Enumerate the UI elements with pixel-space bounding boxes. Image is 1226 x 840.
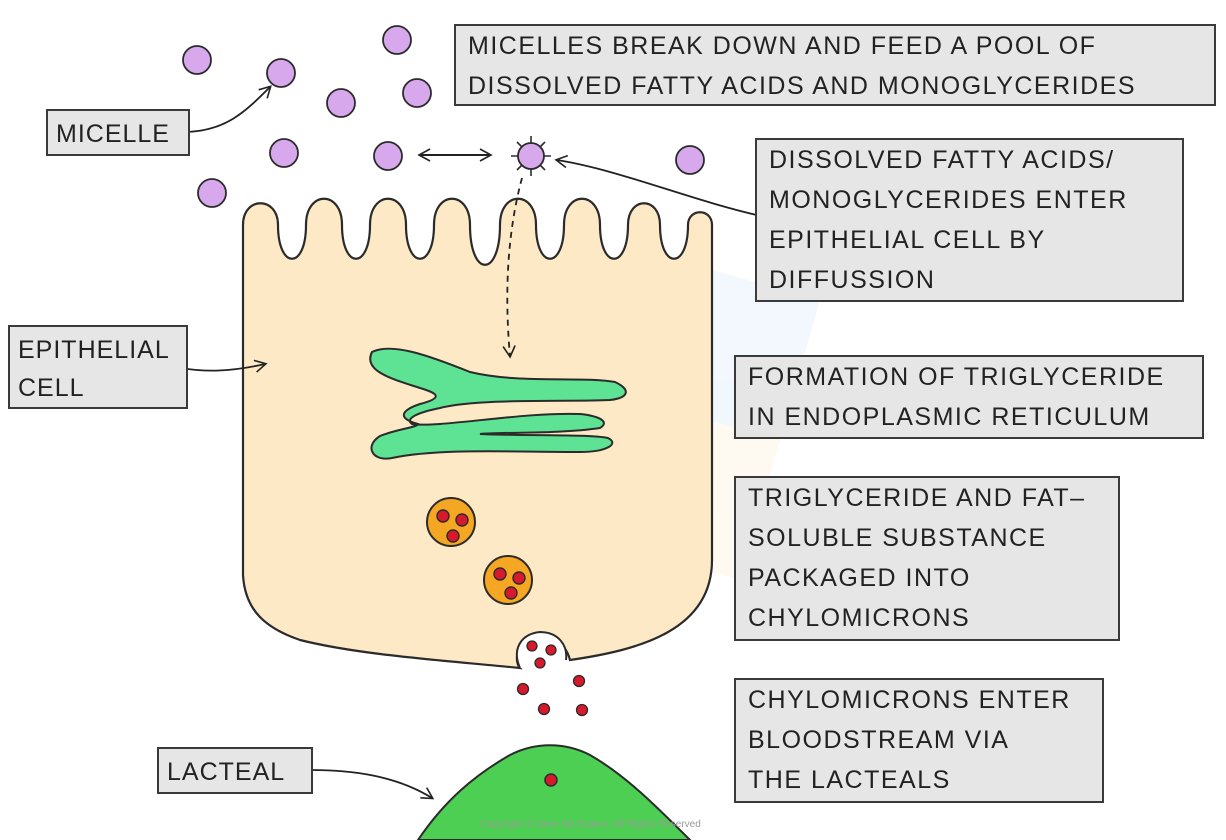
chylomicron-1 <box>426 497 476 547</box>
packaged-box: TRIGLYCERIDE AND FAT– SOLUBLE SUBSTANCE … <box>734 476 1120 641</box>
lacteal-vessel <box>416 744 692 840</box>
released-chylomicrons <box>516 674 589 717</box>
box5-line-1: CHYLOMICRONS ENTER <box>748 686 1071 714</box>
micelles-break-down-box: MICELLES BREAK DOWN AND FEED A POOL OF D… <box>454 24 1216 106</box>
copyright-notice: Copyright © Save My Exams. All Rights Re… <box>480 819 701 830</box>
exocytosis-vesicle <box>515 630 568 669</box>
box3-line-1: FORMATION OF TRIGLYCERIDE <box>748 363 1165 391</box>
micelle-tag: MICELLE <box>46 109 190 156</box>
formation-box: FORMATION OF TRIGLYCERIDE IN ENDOPLASMIC… <box>734 355 1204 439</box>
diffusion-box: DISSOLVED FATTY ACIDS/ MONOGLYCERIDES EN… <box>755 138 1184 302</box>
epithelial-tag-line-1: EPITHELIAL <box>18 336 170 364</box>
lacteal-chylomicron-dot <box>544 773 558 787</box>
diffusion-arrow <box>502 177 523 359</box>
micelles <box>182 25 705 208</box>
epithelial-cell-tag: EPITHELIAL CELL <box>8 325 188 409</box>
lacteal-tag-label: LACTEAL <box>167 758 286 786</box>
box1-line-2: DISSOLVED FATTY ACIDS AND MONOGLYCERIDES <box>468 72 1137 100</box>
box4-line-1: TRIGLYCERIDE AND FAT– <box>748 484 1086 512</box>
micelle-tag-label: MICELLE <box>56 120 170 148</box>
epithelial-tag-line-2: CELL <box>18 374 85 402</box>
box2-line-3: EPITHELIAL CELL BY <box>769 226 1046 254</box>
box4-line-4: CHYLOMICRONS <box>748 604 971 632</box>
box2-line-1: DISSOLVED FATTY ACIDS/ <box>769 146 1115 174</box>
endoplasmic-reticulum <box>369 347 627 460</box>
box2-line-2: MONOGLYCERIDES ENTER <box>769 186 1128 214</box>
box3-line-2: IN ENDOPLASMIC RETICULUM <box>748 403 1151 431</box>
bloodstream-box: CHYLOMICRONS ENTER BLOODSTREAM VIA THE L… <box>734 678 1104 803</box>
box2-line-4: DIFFUSSION <box>769 266 936 294</box>
box1-line-1: MICELLES BREAK DOWN AND FEED A POOL OF <box>468 32 1097 60</box>
box5-line-2: BLOODSTREAM VIA <box>748 726 1010 754</box>
dissolved-fatty-acid-icon <box>511 136 551 176</box>
box5-line-3: THE LACTEALS <box>748 766 951 794</box>
box4-line-3: PACKAGED INTO <box>748 564 971 592</box>
box4-line-2: SOLUBLE SUBSTANCE <box>748 524 1047 552</box>
lacteal-tag: LACTEAL <box>157 747 313 794</box>
chylomicron-2 <box>483 555 533 605</box>
